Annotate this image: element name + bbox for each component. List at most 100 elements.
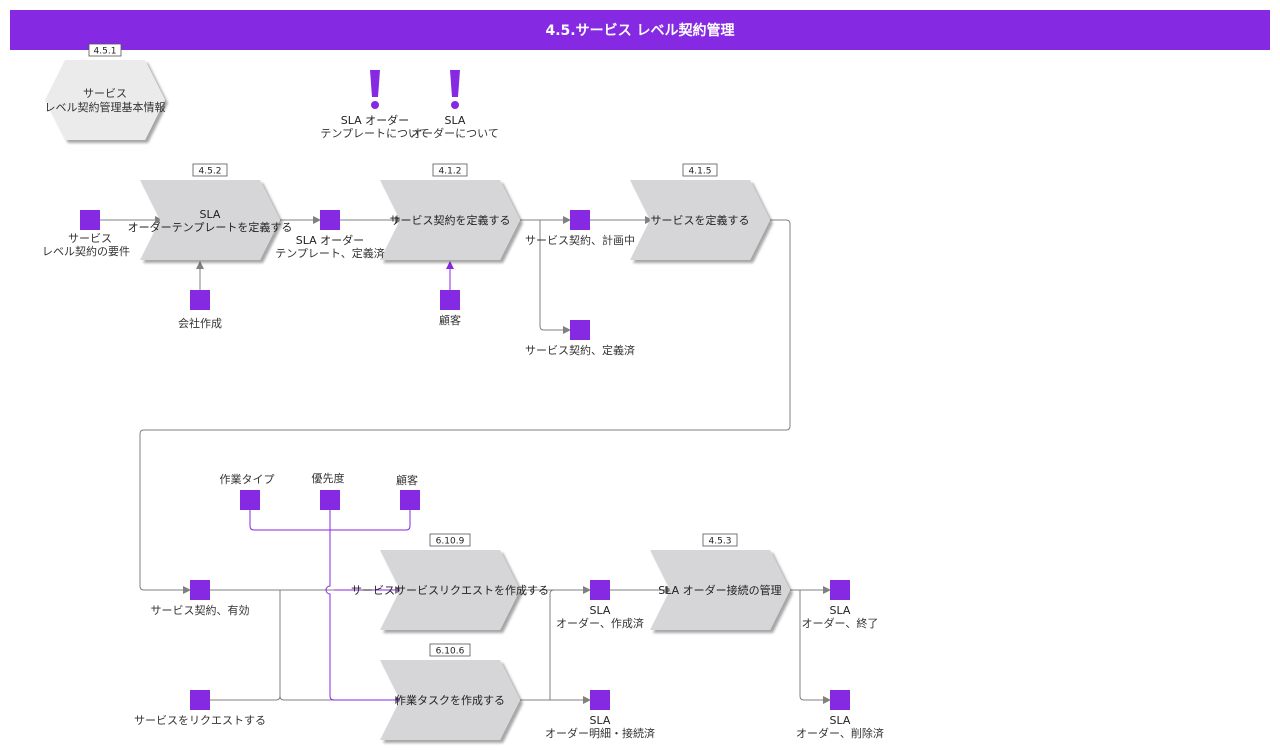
process-tag: 6.10.6 <box>436 647 465 657</box>
process-label-line2: オーダーテンプレートを定義する <box>128 220 293 234</box>
object-square <box>320 490 340 510</box>
object-label-line1: サービス契約、有効 <box>151 603 250 617</box>
object-work-type[interactable]: 作業タイプ <box>220 473 275 510</box>
exclamation-icon <box>370 70 380 109</box>
object-label-line2: オーダー、作成済 <box>556 616 644 630</box>
process-define-service-contract[interactable]: 4.1.2 サービス契約を定義する <box>380 163 520 260</box>
object-square <box>830 580 850 600</box>
tag-box <box>429 643 471 657</box>
process-label-line1: サービス契約を定義する <box>390 213 511 227</box>
object-label-line1: サービスをリクエストする <box>134 714 266 727</box>
object-square <box>80 210 100 230</box>
object-square <box>570 210 590 230</box>
object-label-line1: 優先度 <box>312 471 345 485</box>
process-tag: 4.1.5 <box>689 167 712 177</box>
object-square <box>240 490 260 510</box>
object-sla-order-created[interactable]: SLA オーダー、作成済 <box>556 580 644 630</box>
tag-box <box>429 533 471 547</box>
object-label-line1: 作業タイプ <box>220 473 275 486</box>
object-label-line2: オーダー、終了 <box>802 616 879 630</box>
process-label-line1: 作業タスクを作成する <box>395 694 505 707</box>
process-label-line1: SLA <box>200 208 221 221</box>
object-company-created[interactable]: 会社作成 <box>178 290 222 330</box>
object-square <box>190 690 210 710</box>
note-label-line2: テンプレートについて <box>320 127 429 140</box>
chevron-shape <box>380 180 520 260</box>
object-request-service[interactable]: サービスをリクエストする <box>134 690 266 727</box>
object-contract-active[interactable]: サービス契約、有効 <box>151 580 250 617</box>
tag-box <box>432 163 468 177</box>
process-define-service[interactable]: 4.1.5 サービスを定義する <box>630 163 770 260</box>
connector-p2-o6 <box>539 220 571 334</box>
object-label-line1: 顧客 <box>439 313 461 327</box>
info-label-line2: レベル契約管理基本情報 <box>45 100 166 114</box>
process-tag: 4.5.2 <box>199 167 222 177</box>
process-label-line1: サービスを定義する <box>651 213 750 227</box>
process-tag: 6.10.9 <box>436 537 465 547</box>
process-tag: 4.5.3 <box>709 537 732 547</box>
exclamation-icon <box>450 70 460 109</box>
object-label-line1: サービス <box>68 232 112 245</box>
object-label-line1: サービス契約、定義済 <box>525 343 635 357</box>
hexagon-shape <box>45 60 165 140</box>
process-define-sla-template[interactable]: 4.5.2 SLA オーダーテンプレートを定義する <box>128 163 293 260</box>
object-contract-defined[interactable]: サービス契約、定義済 <box>525 320 635 357</box>
connector-p3-o10 <box>139 219 791 594</box>
object-label-line2: オーダー明細・接続済 <box>545 726 655 740</box>
object-label-line1: SLA <box>830 714 851 727</box>
note-sla-template[interactable]: SLA オーダー テンプレートについて <box>320 70 430 140</box>
object-label-line2: テンプレート、定義済 <box>275 246 384 260</box>
object-customer-top[interactable]: 顧客 <box>439 290 461 327</box>
tag-box <box>192 163 228 177</box>
object-sla-order-line-connected[interactable]: SLA オーダー明細・接続済 <box>545 690 655 740</box>
tag-box <box>682 163 718 177</box>
object-square <box>320 210 340 230</box>
info-label-line1: サービス <box>83 87 127 100</box>
chevron-shape <box>380 660 520 740</box>
process-manage-sla-order-connection[interactable]: 4.5.3 SLA オーダー接続の管理 <box>650 533 790 630</box>
object-square <box>830 690 850 710</box>
object-square <box>590 580 610 600</box>
connector-o11-join <box>210 695 281 701</box>
info-block[interactable]: 4.5.1 サービス レベル契約管理基本情報 <box>45 43 166 140</box>
object-contract-planned[interactable]: サービス契約、計画中 <box>525 210 635 247</box>
info-tag: 4.5.1 <box>94 47 117 57</box>
object-customer-bottom[interactable]: 顧客 <box>396 473 420 510</box>
chevron-shape <box>650 550 790 630</box>
object-sla-order-finished[interactable]: SLA オーダー、終了 <box>802 580 879 630</box>
object-square <box>400 490 420 510</box>
object-label-line1: 顧客 <box>396 473 418 487</box>
object-sla-order-deleted[interactable]: SLA オーダー、削除済 <box>796 690 884 740</box>
object-square <box>570 320 590 340</box>
object-square <box>590 690 610 710</box>
object-label-line1: SLA オーダー <box>296 233 364 247</box>
chevron-shape <box>140 180 280 260</box>
process-create-work-task[interactable]: 6.10.6 作業タスクを作成する <box>380 643 520 740</box>
object-square <box>440 290 460 310</box>
process-create-service-request[interactable]: 6.10.9 サービスサービスリクエストを作成する <box>351 533 549 630</box>
note-label-line1: SLA オーダー <box>341 113 409 127</box>
process-label-line1: サービスサービスリクエストを作成する <box>351 584 549 597</box>
note-sla-order[interactable]: SLA オーダーについて <box>411 70 499 140</box>
object-label-line2: オーダー、削除済 <box>796 726 884 740</box>
object-square <box>190 580 210 600</box>
object-sla-template-defined[interactable]: SLA オーダー テンプレート、定義済 <box>275 210 385 260</box>
object-label-line1: SLA <box>590 604 611 617</box>
connector-o10-p5 <box>279 590 403 704</box>
chevron-shape <box>630 180 770 260</box>
object-label-line1: サービス契約、計画中 <box>525 233 635 247</box>
object-priority[interactable]: 優先度 <box>312 471 345 510</box>
connector-inputs-p5 <box>325 510 402 701</box>
tag-box <box>702 533 738 547</box>
object-label-line1: SLA <box>830 604 851 617</box>
connector-p6-o15 <box>799 590 831 704</box>
diagram-title: 4.5.サービス レベル契約管理 <box>10 10 1270 50</box>
object-square <box>190 290 210 310</box>
object-label-line2: レベル契約の要件 <box>42 244 130 258</box>
chevron-shape <box>380 550 520 630</box>
process-tag: 4.1.2 <box>439 167 462 177</box>
note-label-line2: オーダーについて <box>411 126 499 140</box>
process-label-line1: SLA オーダー接続の管理 <box>658 583 781 597</box>
object-sla-requirements[interactable]: サービス レベル契約の要件 <box>42 210 130 258</box>
